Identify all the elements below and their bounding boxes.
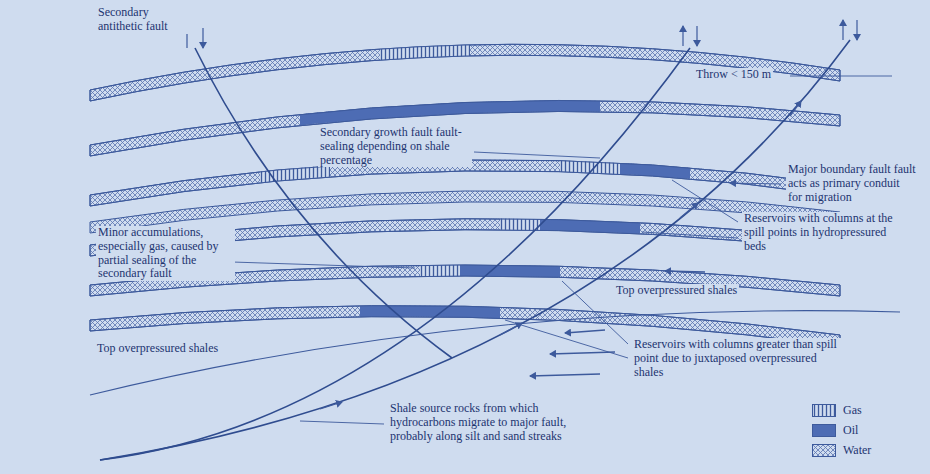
bed-outline [90, 44, 840, 101]
legend-sample [812, 444, 836, 457]
legend-row: Oil [812, 424, 858, 438]
legend-text: Water [843, 444, 871, 458]
leader-line [232, 262, 415, 268]
callout-label: Top overpressured shales [95, 342, 220, 356]
leader-line [300, 421, 384, 424]
migration-arrow [530, 374, 600, 376]
migration-arrow [790, 101, 801, 116]
leader-line [505, 320, 628, 358]
oil-patch [620, 0, 690, 474]
leader-line [790, 76, 892, 77]
slip-arrow [856, 20, 857, 40]
migration-arrow [500, 323, 522, 335]
legend-text: Oil [843, 424, 858, 438]
slip-arrow [682, 26, 683, 46]
leader-line [672, 180, 738, 222]
legend-sample [813, 405, 836, 417]
callout-label: Secondary growth fault fault-sealing dep… [318, 126, 472, 167]
migration-arrow [550, 352, 615, 354]
reservoir-beds [90, 44, 840, 346]
leader-arrow [730, 183, 781, 184]
legend-sample [812, 404, 836, 417]
legend-text: Gas [843, 404, 862, 418]
callout-label: Shale source rocks from which hydrocarbo… [388, 402, 572, 443]
migration-arrow [680, 203, 698, 218]
legend-sample [813, 445, 836, 457]
slip-arrow [842, 20, 843, 40]
legend-swatch [812, 424, 836, 437]
slip-arrow [696, 26, 697, 46]
callout-label: Major boundary fault fault acts as prima… [786, 163, 918, 204]
antithetic-fault [195, 48, 452, 358]
slip-arrow [202, 28, 203, 48]
migration-arrow [320, 402, 342, 409]
callout-label: Top overpressured shales [614, 284, 739, 298]
callout-label: Throw < 150 m [694, 68, 773, 82]
leader-line [474, 152, 600, 158]
migration-arrow [665, 271, 705, 272]
bed-outlines [90, 44, 840, 346]
leader-line [642, 232, 738, 238]
migration-arrow [565, 330, 605, 333]
oil-patch [300, 0, 600, 474]
callout-label: Secondary antithetic fault [96, 6, 195, 34]
overpressure-boundary [90, 311, 900, 395]
accumulations [260, 0, 690, 474]
callout-label: Reservoirs with columns greater than spi… [632, 338, 846, 379]
legend-row: Gas [812, 404, 862, 418]
slip-arrows [187, 20, 857, 48]
callout-label: Reservoirs with columns at the spill poi… [742, 212, 906, 253]
legend-row: Water [812, 444, 871, 458]
callout-label: Minor accumulations, especially gas, cau… [96, 226, 235, 281]
